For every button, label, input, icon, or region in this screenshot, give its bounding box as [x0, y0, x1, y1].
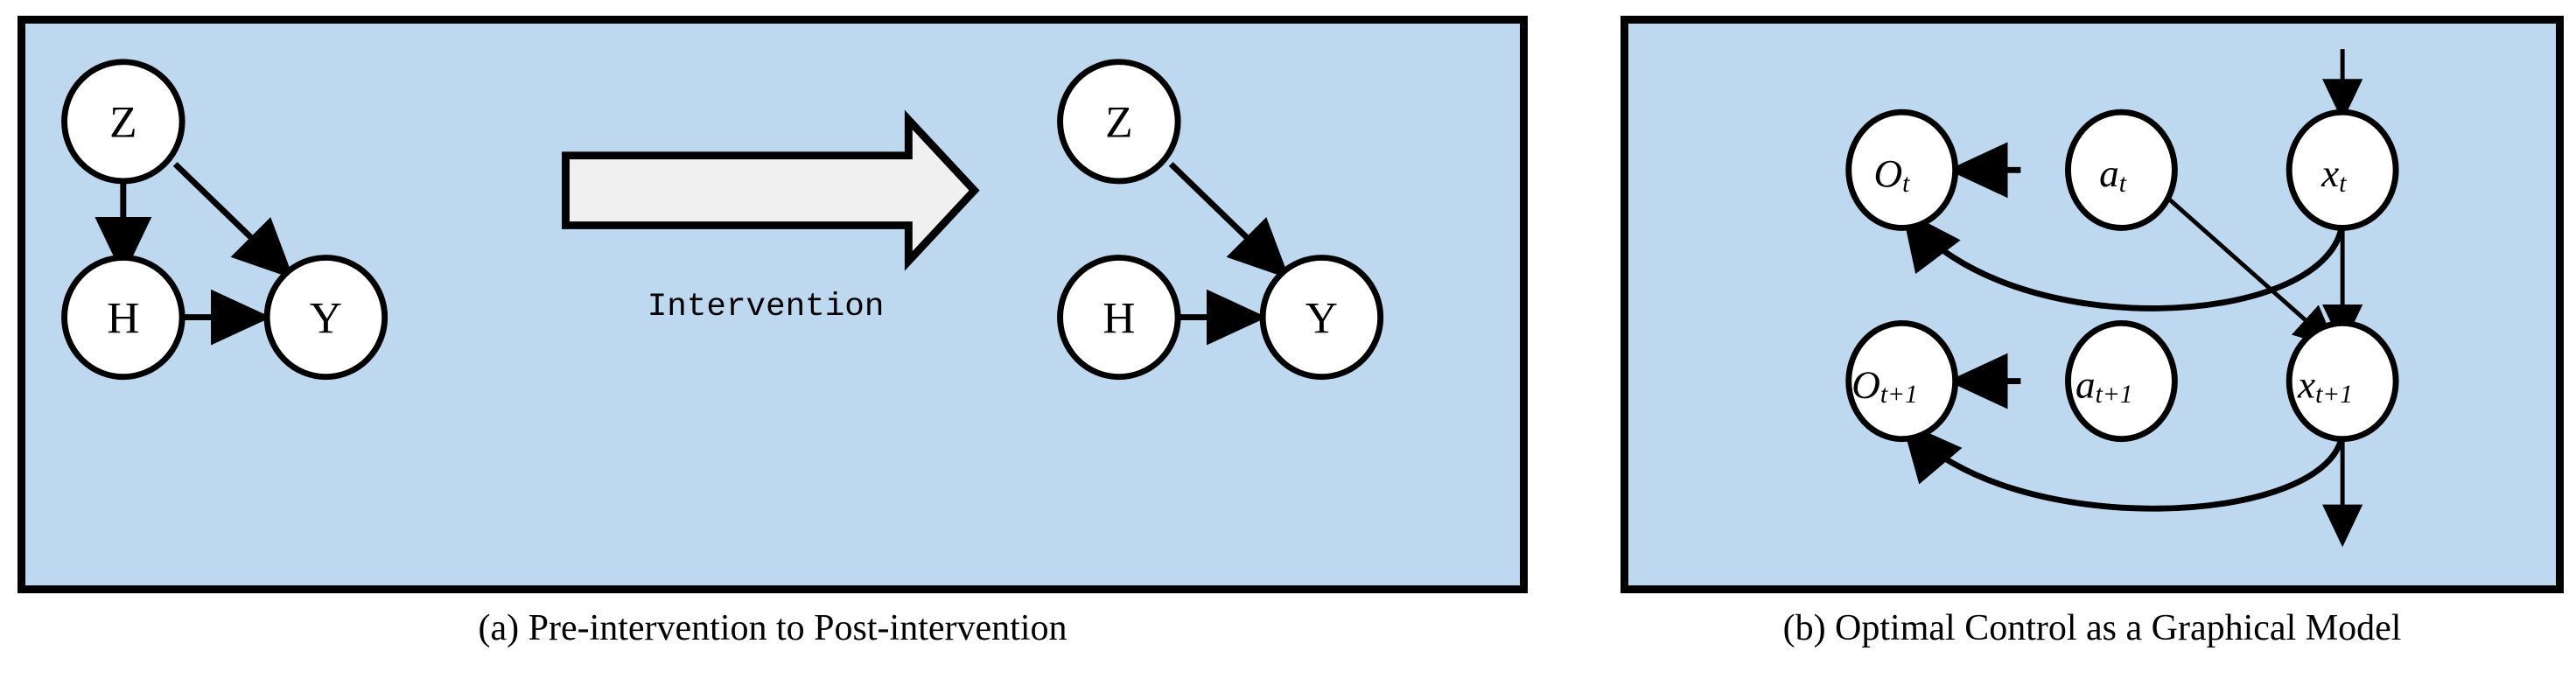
- node-a-t-sub: t: [2119, 170, 2127, 198]
- node-o-t-label: Ot: [1873, 151, 1910, 197]
- node-a-t1: at+1: [2065, 319, 2178, 443]
- node-z-pre-label: Z: [109, 99, 136, 148]
- node-a-t1-base: a: [2076, 363, 2096, 407]
- node-o-t1-label: Ot+1: [1852, 363, 1917, 409]
- node-o-t1-base: O: [1852, 363, 1880, 407]
- node-x-t-sub: t: [2339, 170, 2347, 198]
- node-o-t: Ot: [1845, 108, 1959, 231]
- node-o-t-sub: t: [1902, 170, 1910, 198]
- edge-z-to-y-post: [1168, 162, 1290, 279]
- node-x-t-base: x: [2320, 151, 2339, 195]
- node-a-t-base: a: [2099, 151, 2119, 195]
- node-z-post-label: Z: [1105, 99, 1132, 148]
- edge-z-to-y: [172, 162, 294, 279]
- node-h-pre: H: [61, 255, 186, 381]
- node-o-t1-sub: t+1: [1880, 381, 1918, 409]
- node-h-pre-label: H: [107, 295, 139, 344]
- node-h-post-label: H: [1102, 295, 1135, 344]
- panel-b-diagram: Ot at xt: [1845, 49, 2399, 548]
- graph-post-intervention: Z H Y: [1057, 59, 1384, 381]
- node-x-t1-label: xt+1: [2297, 363, 2353, 409]
- node-a-t-label: at: [2099, 151, 2127, 197]
- intervention-label: Intervention: [648, 289, 885, 326]
- edge-xt1-to-ot1: [1901, 420, 2346, 512]
- node-a-t: at: [2065, 108, 2178, 231]
- caption-panel-a: (a) Pre-intervention to Post-interventio…: [478, 608, 1068, 648]
- edge-xt-to-ot: [1901, 209, 2346, 312]
- node-x-t-label: xt: [2320, 151, 2347, 197]
- intervention-block-arrow: Intervention: [562, 109, 980, 326]
- node-y-post: Y: [1259, 255, 1384, 381]
- graph-pre-intervention: Z H Y: [61, 59, 388, 381]
- node-y-pre: Y: [263, 255, 388, 381]
- node-x-t1-sub: t+1: [2315, 381, 2353, 409]
- panel-a: Z H Y Intervention: [18, 16, 1528, 593]
- node-o-t1: Ot+1: [1845, 319, 1959, 443]
- node-x-t1-base: x: [2297, 363, 2315, 407]
- node-a-t1-label: at+1: [2076, 363, 2132, 409]
- panel-a-diagram: Z H Y Intervention: [61, 59, 1384, 381]
- node-z-post: Z: [1057, 59, 1181, 185]
- node-x-t: xt: [2286, 108, 2399, 231]
- node-o-t-base: O: [1873, 151, 1902, 195]
- graph-optimal-control: Ot at xt: [1845, 49, 2399, 548]
- node-z-pre: Z: [61, 59, 186, 185]
- node-y-pre-label: Y: [310, 295, 342, 344]
- caption-panel-b: (b) Optimal Control as a Graphical Model: [1782, 608, 2402, 648]
- node-x-t1: xt+1: [2286, 319, 2399, 443]
- node-h-post: H: [1057, 255, 1181, 381]
- right-block-arrow-icon: [562, 109, 980, 271]
- panel-b: Ot at xt: [1620, 16, 2564, 593]
- node-y-post-label: Y: [1306, 295, 1338, 344]
- node-a-t1-sub: t+1: [2096, 381, 2133, 409]
